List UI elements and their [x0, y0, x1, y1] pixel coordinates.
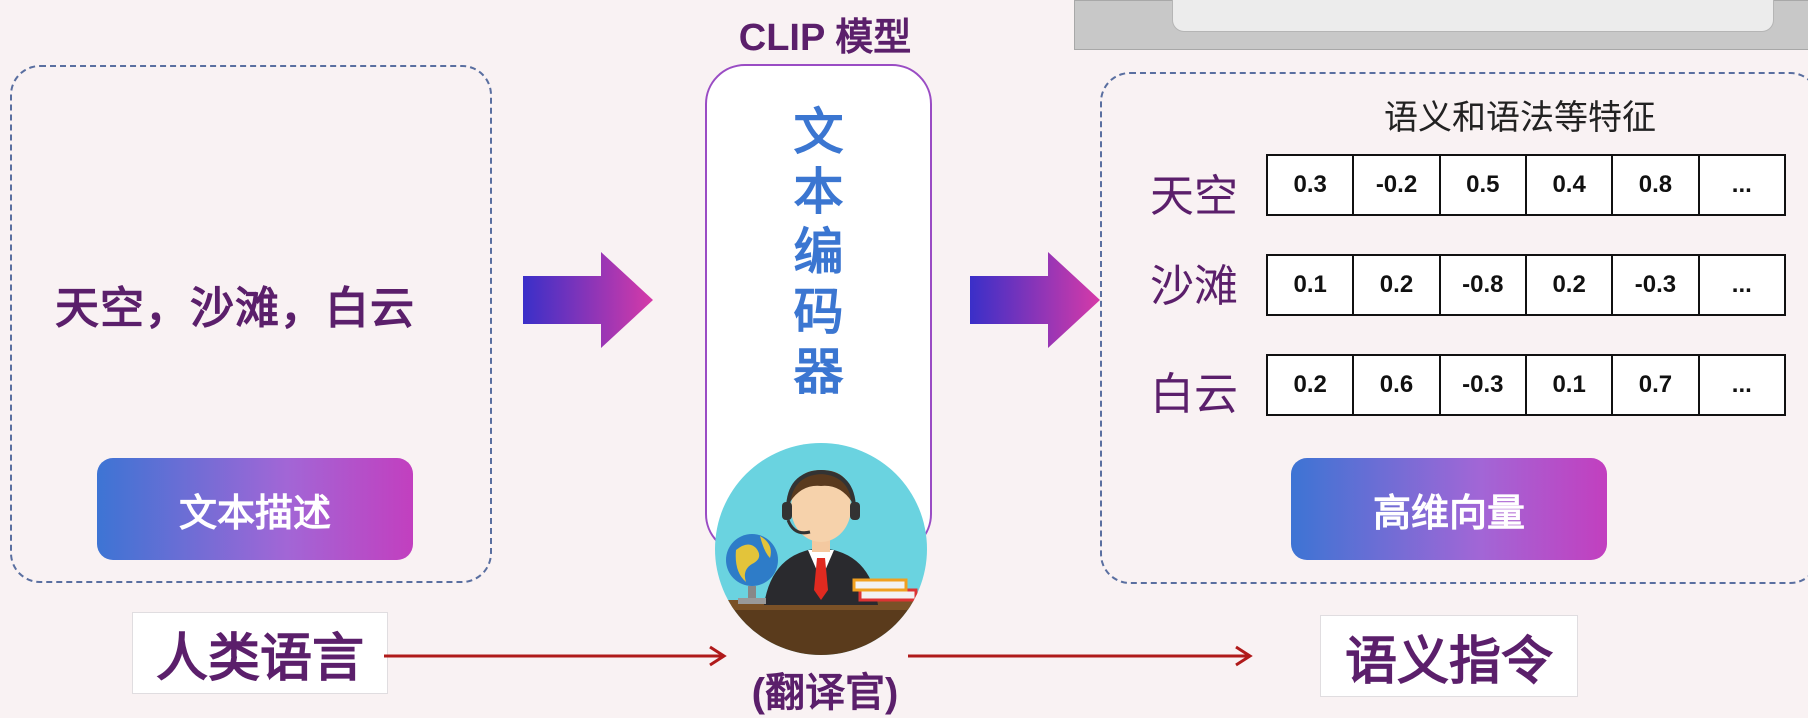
vector-row: 0.3 -0.2 0.5 0.4 0.8 ... — [1266, 154, 1786, 216]
vector-cell: 0.8 — [1613, 156, 1700, 214]
arrow-right-icon — [523, 252, 653, 348]
translator-label: (翻译官) — [751, 671, 899, 715]
feature-title: 语义和语法等特征 — [1384, 99, 1656, 137]
encoder-char: 文 — [793, 104, 844, 160]
window-strip-inner — [1172, 0, 1774, 32]
vector-cell: 0.1 — [1268, 256, 1355, 314]
vector-cell: ... — [1731, 171, 1752, 198]
vector-cell: ... — [1731, 271, 1752, 298]
encoder-char: 本 — [793, 164, 844, 220]
vector-row: 0.1 0.2 -0.8 0.2 -0.3 ... — [1266, 254, 1786, 316]
vector-cell: 0.2 — [1354, 256, 1441, 314]
vector-row: 0.2 0.6 -0.3 0.1 0.7 ... — [1266, 354, 1786, 416]
vector-row-label: 天空 — [1150, 172, 1238, 221]
input-words: 天空，沙滩，白云 — [55, 284, 415, 333]
vector-cell: 0.2 — [1527, 256, 1614, 314]
encoder-char: 码 — [793, 284, 844, 340]
arrow-right-icon — [970, 252, 1100, 348]
text-encoder-box: 文 本 编 码 器 — [705, 64, 932, 554]
vector-cell: -0.3 — [1441, 356, 1527, 414]
encoder-char: 编 — [793, 224, 844, 280]
vector-cell: ... — [1731, 371, 1752, 398]
encoder-char: 器 — [793, 344, 844, 400]
vector-cell: 0.1 — [1527, 356, 1614, 414]
thin-arrow-right-icon — [908, 645, 1253, 667]
thin-arrow-right-icon — [384, 645, 727, 667]
high-dim-vector-button[interactable]: 高维向量 — [1291, 458, 1607, 560]
vector-row-label: 沙滩 — [1150, 262, 1238, 311]
vector-row-label: 白云 — [1150, 370, 1238, 419]
vector-cell: -0.3 — [1613, 256, 1700, 314]
vector-cell: 0.5 — [1441, 156, 1527, 214]
vector-cell: 0.7 — [1613, 356, 1700, 414]
vector-cell: 0.3 — [1268, 156, 1355, 214]
output-panel — [1100, 72, 1808, 584]
vector-cell: -0.8 — [1441, 256, 1527, 314]
human-language-label: 人类语言 — [132, 612, 388, 694]
translator-avatar-icon — [715, 443, 927, 655]
vector-cell: 0.6 — [1354, 356, 1441, 414]
vector-cell: -0.2 — [1354, 156, 1441, 214]
vector-cell: 0.4 — [1527, 156, 1614, 214]
text-description-button[interactable]: 文本描述 — [97, 458, 413, 560]
semantic-instruction-label: 语义指令 — [1320, 615, 1578, 697]
clip-model-title: CLIP 模型 — [738, 17, 912, 59]
input-panel — [10, 65, 492, 583]
vector-cell: 0.2 — [1268, 356, 1355, 414]
